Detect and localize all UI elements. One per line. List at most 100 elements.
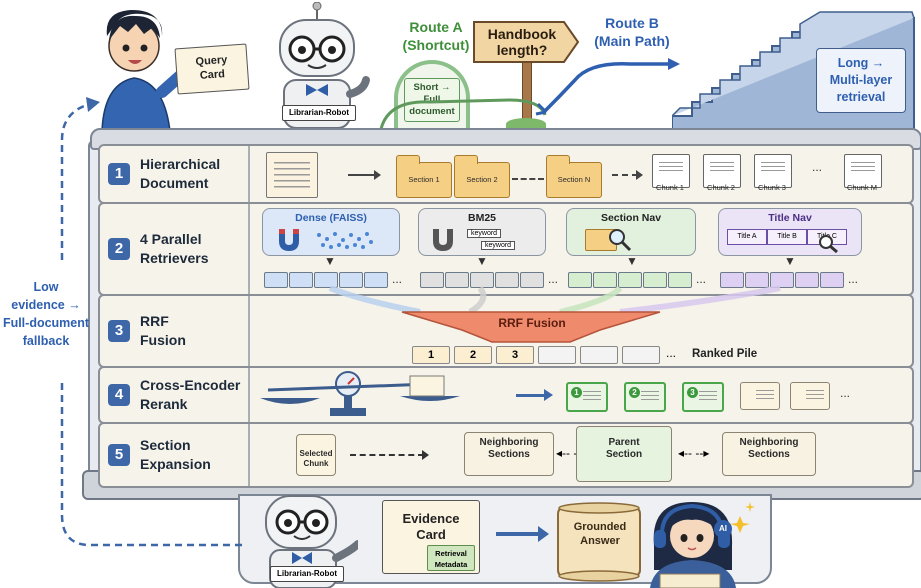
rank-blank-1 — [538, 346, 576, 364]
hierarchical-document-icon — [266, 152, 318, 198]
row-4-label-box: 4 Cross-Encoder Rerank — [100, 368, 250, 422]
section-nav-results: ... — [568, 272, 718, 290]
bm25-results: ... — [420, 272, 570, 290]
evidence-card: Evidence Card Retrieval Metadata — [382, 500, 480, 574]
top-scene: Query Card Librarian-Robot Route A (Shor… — [0, 0, 921, 136]
rerank-ellipsis: ... — [840, 386, 851, 400]
signpost-label: Handbook length? — [487, 26, 557, 58]
balance-scale-icon — [260, 371, 460, 416]
rerank-badge-2: 2 — [629, 387, 640, 398]
grounded-answer-label: Grounded Answer — [573, 521, 627, 547]
bm25-retriever-title: BM25 — [467, 212, 496, 224]
rank-3: 3 — [496, 346, 534, 364]
title-tab-b: Title B — [767, 229, 807, 245]
robot-badge-bottom: Librarian-Robot — [270, 566, 344, 582]
ranked-pile: 1 1 2 3 — [412, 346, 712, 364]
rerank-card-4 — [740, 382, 780, 410]
chunks-ellipsis: ... — [812, 160, 823, 174]
girl-illustration — [650, 502, 755, 588]
chunk-1 — [652, 154, 690, 188]
section-1-folder: Section 1 — [396, 155, 452, 198]
rank-blank-2 — [580, 346, 618, 364]
section-nav-down-arrow: ▼ — [626, 254, 638, 268]
magnifier-icon — [609, 229, 632, 252]
dense-retriever-title: Dense (FAISS) — [295, 212, 367, 224]
sections-dashed-connector — [512, 178, 544, 180]
neighbor-sections-left: Neighboring Sections — [464, 432, 554, 476]
chunk-3-label: Chunk 3 — [758, 183, 786, 192]
row-4: 4 Cross-Encoder Rerank 1 2 3 ... — [98, 366, 914, 424]
rerank-card-3: 3 — [682, 382, 724, 412]
rank-2: 2 — [454, 346, 492, 364]
dense-retriever: Dense (FAISS) — [262, 208, 400, 256]
keyword-tag-2: keyword — [481, 241, 516, 250]
keyword-tag-1: keyword — [467, 229, 502, 238]
arrow-head — [636, 170, 643, 180]
retrieval-metadata-tag: Retrieval Metadata — [427, 545, 475, 571]
short-door: Short → Full document — [394, 60, 470, 134]
rerank-arrow — [516, 394, 546, 397]
title-nav-retriever: Title Nav Title A Title B Title C — [718, 208, 862, 256]
chunk-m — [844, 154, 882, 188]
section-nav-retriever: Section Nav — [566, 208, 696, 256]
title-tab-a: Title A — [727, 229, 767, 245]
fallback-label: Low evidence → Full-document fallback — [2, 280, 90, 348]
route-a-label: Route A (Shortcut) — [402, 19, 470, 53]
dense-results-ellipsis: ... — [392, 272, 403, 286]
section-nav-retriever-title: Section Nav — [600, 212, 662, 224]
section-1-label: Section 1 — [408, 175, 440, 184]
neighbor-sections-right: Neighboring Sections — [722, 432, 816, 476]
ranked-pile-ellipsis: ... — [666, 346, 677, 360]
parent-section: Parent Section — [576, 426, 672, 482]
evidence-to-answer-arrow — [496, 532, 540, 536]
selected-chunk-card: Selected Chunk — [296, 434, 336, 476]
row-5-number: 5 — [108, 444, 130, 466]
arrow-head — [422, 450, 429, 460]
row-2-title: 4 Parallel Retrievers — [140, 231, 209, 266]
title-nav-down-arrow: ▼ — [784, 254, 796, 268]
chunk-2-label: Chunk 2 — [707, 183, 735, 192]
row-3-number: 3 — [108, 320, 130, 342]
bm25-results-ellipsis: ... — [548, 272, 559, 286]
arrow-doc-to-sections — [348, 174, 376, 176]
chunk-m-label: Chunk M — [846, 183, 877, 192]
arrow-head — [544, 389, 553, 401]
rerank-card-1: 1 — [566, 382, 608, 412]
neighbor-right-connector: ◂-- --▸ — [678, 446, 710, 460]
magnet-icon — [433, 229, 453, 251]
row-1-title: Hierarchical Document — [140, 156, 221, 191]
title-nav-results-ellipsis: ... — [848, 272, 859, 286]
chunk-2 — [703, 154, 741, 188]
arrow-head — [374, 170, 381, 180]
arrow-head — [538, 526, 549, 542]
scroll-icon — [557, 502, 641, 582]
selected-to-neighbors-arrow — [350, 454, 424, 456]
sections-to-chunks-arrow — [612, 174, 638, 176]
title-nav-results: ... — [720, 272, 880, 290]
ranked-pile-label: Ranked Pile — [692, 348, 758, 360]
section-nav-results-ellipsis: ... — [696, 272, 707, 286]
bm25-retriever: BM25 keyword keyword — [418, 208, 546, 256]
robot-badge-top: Librarian-Robot — [282, 105, 356, 121]
route-b-label: Route B (Main Path) — [594, 15, 670, 49]
section-2-label: Section 2 — [466, 175, 498, 184]
row-2-number: 2 — [108, 238, 130, 260]
chunk-3 — [754, 154, 792, 188]
magnet-icon — [279, 229, 373, 251]
row-2-label-box: 2 4 Parallel Retrievers — [100, 204, 250, 294]
section-n-folder: Section N — [546, 155, 602, 198]
rank-1a: 1 — [412, 346, 450, 364]
row-1-label-box: 1 Hierarchical Document — [100, 146, 250, 202]
long-stairs-label: Long → Multi-layer retrieval — [816, 48, 906, 113]
rerank-card-5 — [790, 382, 830, 410]
chunk-1-label: Chunk 1 — [656, 183, 684, 192]
signpost-board — [473, 21, 580, 63]
rank-blank-3 — [622, 346, 660, 364]
evidence-card-label: Evidence Card — [402, 511, 460, 542]
dense-down-arrow: ▼ — [324, 254, 336, 268]
row-4-title: Cross-Encoder Rerank — [140, 377, 241, 412]
bm25-down-arrow: ▼ — [476, 254, 488, 268]
short-door-label: Short → Full document — [404, 78, 460, 122]
